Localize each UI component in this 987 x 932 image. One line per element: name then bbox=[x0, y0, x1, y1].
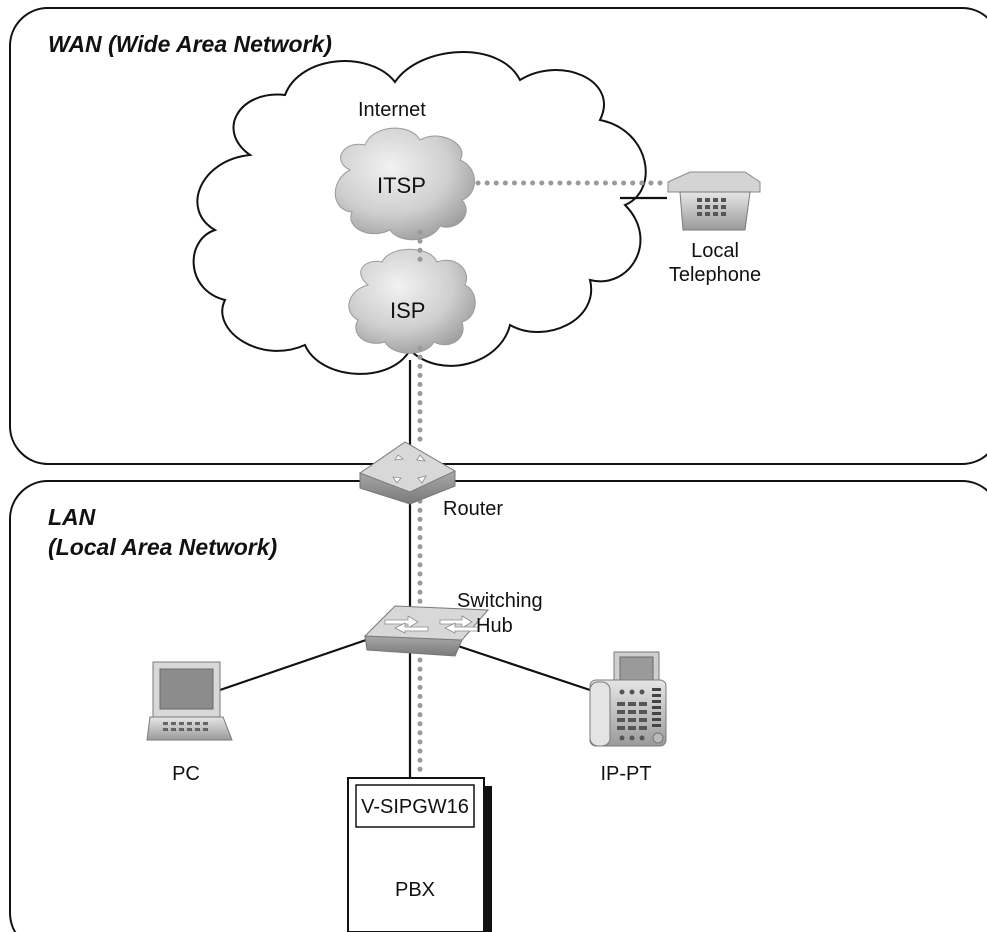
router-node: Router bbox=[358, 441, 503, 520]
switching-hub-node: Switching Hub bbox=[363, 590, 543, 657]
pc-label: PC bbox=[172, 763, 200, 785]
link-hub-ipphone bbox=[454, 643, 591, 692]
isp-label: ISP bbox=[390, 298, 425, 323]
dotted-links bbox=[417, 180, 671, 781]
pbx-label: PBX bbox=[395, 879, 435, 901]
ip-pt-label: IP-PT bbox=[600, 763, 651, 785]
internet-label: Internet bbox=[358, 99, 426, 121]
local-telephone-label-line2: Telephone bbox=[669, 264, 761, 286]
local-telephone-label-line1: Local bbox=[691, 240, 739, 262]
solid-links bbox=[219, 196, 667, 778]
wan-title: WAN (Wide Area Network) bbox=[48, 31, 332, 57]
itsp-label: ITSP bbox=[377, 173, 426, 198]
lan-title-line2: (Local Area Network) bbox=[48, 534, 277, 560]
v-sipgw16-card bbox=[355, 784, 475, 828]
v-sipgw16-label: V-SIPGW16 bbox=[361, 796, 469, 818]
router-label: Router bbox=[443, 498, 503, 520]
isp-node: ISP bbox=[348, 248, 476, 354]
local-telephone: Local Telephone bbox=[667, 171, 761, 286]
lan-title-line1: LAN bbox=[48, 504, 96, 530]
link-hub-pc bbox=[219, 638, 367, 692]
pbx-node: V-SIPGW16 PBX bbox=[347, 777, 492, 932]
pc-node: PC bbox=[146, 661, 233, 785]
switching-hub-label-line2: Hub bbox=[476, 615, 513, 637]
ip-pt-node: IP-PT bbox=[589, 651, 667, 785]
lan-region: LAN (Local Area Network) bbox=[9, 480, 987, 932]
itsp-node: ITSP bbox=[334, 127, 475, 241]
switching-hub-label-line1: Switching bbox=[457, 590, 543, 612]
